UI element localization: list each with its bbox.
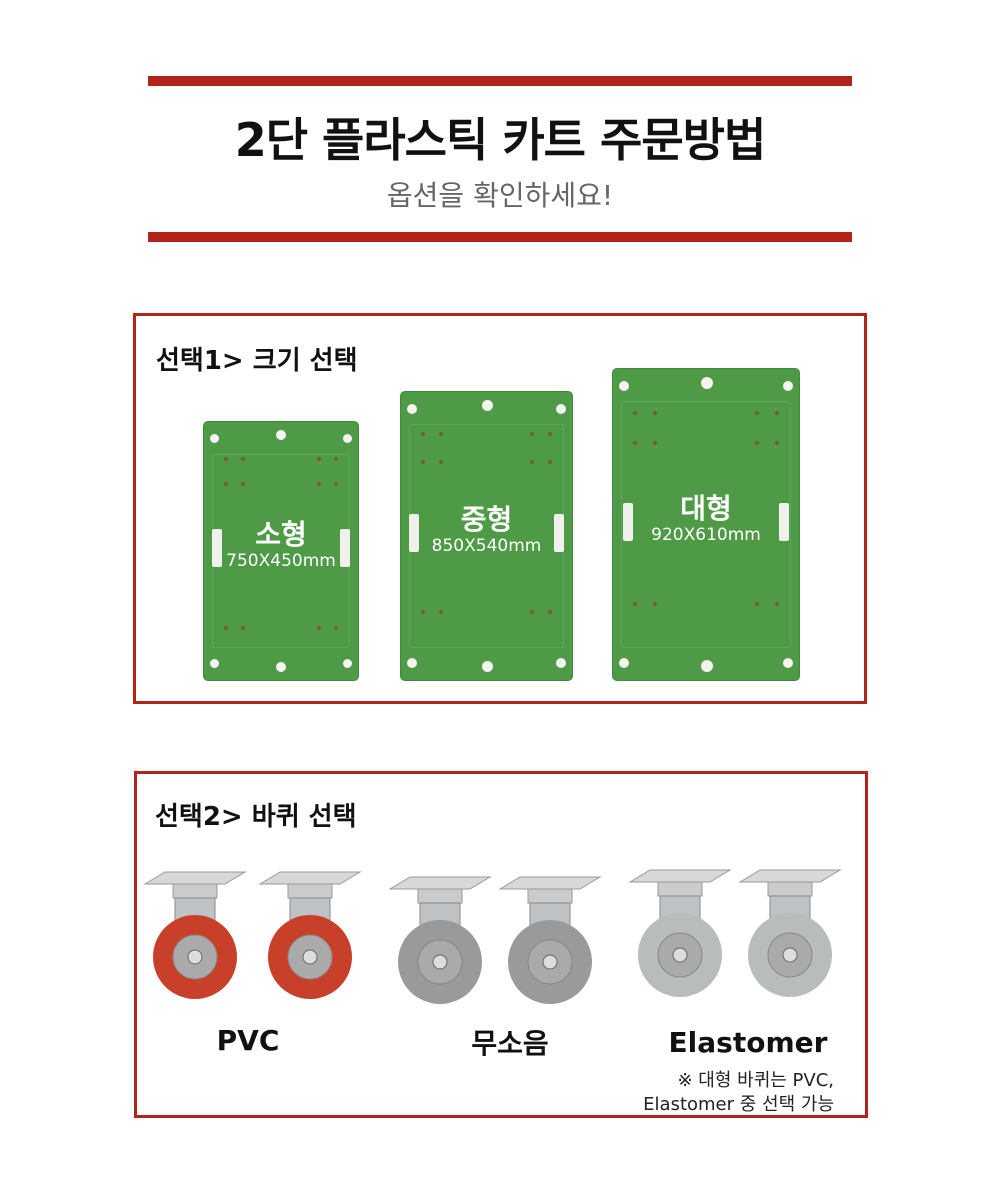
board-large[interactable]: 대형 920X610mm (612, 368, 800, 681)
size-section-label: 선택1> 크기 선택 (156, 346, 358, 376)
bottom-divider (148, 232, 852, 242)
top-divider (148, 76, 852, 86)
wheel-label-pvc: PVC (216, 1024, 280, 1057)
wheel-images (144, 869, 841, 1005)
silent-fixed-caster-icon (389, 876, 491, 1005)
wheel-label-elastomer: Elastomer (668, 1026, 828, 1059)
large-wheel-note-line1: ※ 대형 바퀴는 PVC, (677, 1070, 834, 1091)
board-small[interactable]: 소형 750X450mm (203, 421, 359, 681)
board-name: 대형 (680, 491, 732, 525)
elastomer-wheel-pair (629, 869, 841, 998)
board-size: 920X610mm (651, 524, 761, 545)
board-medium[interactable]: 중형 850X540mm (400, 391, 573, 681)
wheel-selection-box: 선택2> 바퀴 선택 (134, 771, 868, 1118)
wheel-label-silent: 무소음 (471, 1027, 549, 1060)
pvc-swivel-caster-icon (259, 871, 361, 1000)
board-size: 750X450mm (226, 551, 336, 571)
large-wheel-note-line2: Elastomer 중 선택 가능 (643, 1094, 834, 1115)
elastomer-swivel-caster-icon (739, 869, 841, 998)
pvc-fixed-caster-icon (144, 871, 246, 1000)
size-selection-box: 선택1> 크기 선택 (133, 313, 867, 704)
silent-swivel-caster-icon (499, 876, 601, 1005)
board-size: 850X540mm (431, 536, 542, 556)
wheel-section-label: 선택2> 바퀴 선택 (155, 802, 357, 832)
page-subtitle: 옵션을 확인하세요! (386, 179, 614, 212)
silent-wheel-pair (389, 876, 601, 1005)
board-name: 중형 (460, 503, 513, 536)
page-title: 2단 플라스틱 카트 주문방법 (234, 113, 767, 167)
board-name: 소형 (255, 518, 307, 551)
pvc-wheel-pair (144, 871, 361, 1000)
elastomer-fixed-caster-icon (629, 869, 731, 998)
